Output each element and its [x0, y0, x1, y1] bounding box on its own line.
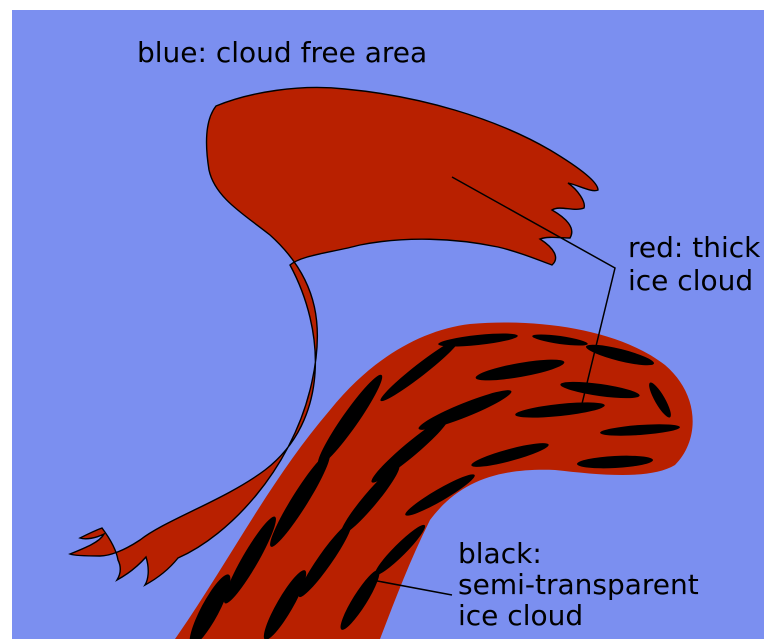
cloud-free-label: blue: cloud free area [137, 36, 427, 69]
semi-transparent-label-line1: black: [458, 537, 542, 570]
thick-cloud-label-line1: red: thick [628, 231, 761, 264]
thick-cloud-label-line2: ice cloud [628, 264, 753, 297]
semi-transparent-label-line2: semi-transparent [458, 568, 699, 601]
semi-transparent-label-line3: ice cloud [458, 599, 583, 632]
